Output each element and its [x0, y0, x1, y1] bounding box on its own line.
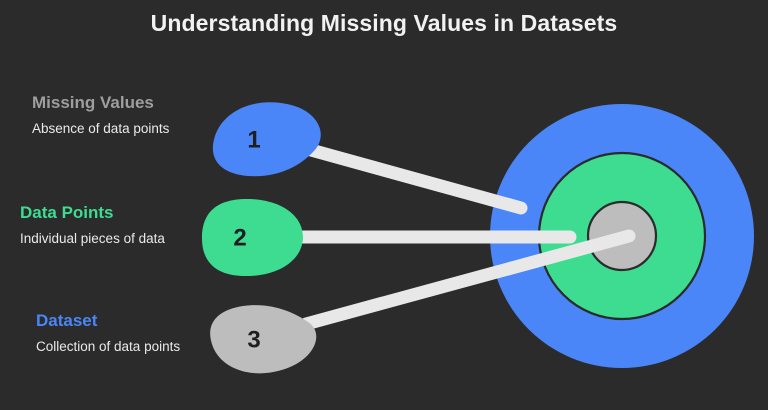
teardrop-1-shape[interactable]	[212, 102, 321, 177]
teardrop-1-group[interactable]: 1	[212, 102, 321, 177]
legend-item-missing-values: Missing Values Absence of data points	[32, 92, 212, 137]
legend-heading-missing-values: Missing Values	[32, 93, 154, 112]
teardrop-3-group[interactable]: 3	[210, 305, 317, 374]
legend-description-data-points: Individual pieces of data	[20, 231, 165, 246]
teardrop-2-number: 2	[233, 225, 246, 252]
legend-description-dataset: Collection of data points	[36, 339, 181, 354]
page-title: Understanding Missing Values in Datasets	[150, 10, 618, 36]
legend-item-dataset: Dataset Collection of data points	[36, 310, 216, 355]
connector-3	[299, 229, 636, 331]
legend-description-missing-values: Absence of data points	[32, 121, 170, 136]
teardrop-3-number: 3	[247, 327, 260, 354]
teardrop-2-shape[interactable]	[202, 198, 303, 277]
teardrop-3-shape[interactable]	[210, 305, 317, 374]
connectors-group	[294, 143, 636, 331]
connector-1	[304, 143, 528, 215]
legend-item-data-points: Data Points Individual pieces of data	[20, 202, 200, 247]
teardrop-2-group[interactable]: 2	[202, 198, 303, 277]
legend-heading-data-points: Data Points	[20, 203, 114, 222]
teardrop-1-number: 1	[247, 127, 260, 154]
legend-heading-dataset: Dataset	[36, 311, 98, 330]
